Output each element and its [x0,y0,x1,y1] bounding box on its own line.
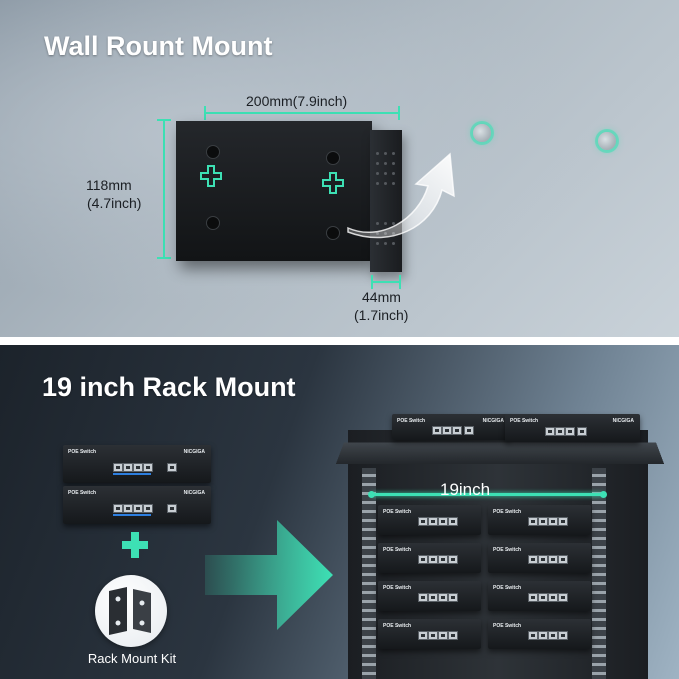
rack-switch: POE Switch [378,619,481,649]
keyhole-top-left [206,145,220,159]
device-label: POE Switch [510,418,538,424]
keyhole-bottom-right [326,226,340,240]
rack-rail-left [362,468,376,679]
rack-switch: POE Switch [488,619,591,649]
brand-label: NICGIGA [483,418,504,424]
wall-mount-title: Wall Rount Mount [44,31,272,62]
device-label: POE Switch [68,449,96,455]
height-dimension-tick-top [157,119,171,121]
rack-rail-right [592,468,606,679]
device-label: POE Switch [383,623,411,629]
depth-dimension-line [371,281,401,283]
keyhole-bottom-left [206,216,220,230]
rack-width-dot-right [600,491,607,498]
rack-switch: POE Switch [488,505,591,535]
depth-label-inch: (1.7inch) [354,307,408,324]
depth-label-mm: 44mm [362,289,401,306]
brand-label: NICGIGA [184,449,205,455]
rack-mount-kit-label: Rack Mount Kit [60,651,204,666]
curved-arrow-icon [340,150,470,250]
bracket-icon [95,575,167,647]
width-dimension-line [204,112,400,114]
height-label-inch: (4.7inch) [87,195,141,212]
device-label: POE Switch [383,509,411,515]
rack-switch: POE Switch [378,505,481,535]
rack-switch: POE Switch [378,543,481,573]
rack-mount-kit-image [95,575,167,647]
height-label-mm: 118mm [86,177,132,194]
rack-cabinet-top [336,443,664,464]
device-label: POE Switch [397,418,425,424]
depth-dimension-tick-right [399,275,401,289]
device-label: POE Switch [493,509,521,515]
poe-switch-device: POE Switch NICGIGA [63,486,211,524]
width-label: 200mm(7.9inch) [246,93,347,110]
device-label: POE Switch [383,547,411,553]
device-label: POE Switch [493,547,521,553]
rack-switch: POE Switch [488,581,591,611]
plus-icon [120,530,150,560]
height-dimension-line [163,119,165,259]
poe-switch-device: POE Switch NICGIGA [63,445,211,483]
width-dimension-tick-right [398,106,400,120]
right-arrow-icon [205,515,335,635]
brand-label: NICGIGA [613,418,634,424]
rack-mount-title: 19 inch Rack Mount [42,372,296,403]
wall-screw-right [598,132,616,150]
mount-cross-icon [200,165,222,187]
height-dimension-tick-bottom [157,257,171,259]
device-label: POE Switch [68,490,96,496]
depth-dimension-tick-left [371,275,373,289]
device-label: POE Switch [493,585,521,591]
poe-switch-device: POE Switch NICGIGA [392,414,510,440]
rack-switch: POE Switch [488,543,591,573]
rack-switch: POE Switch [378,581,481,611]
rack-width-dot-left [368,491,375,498]
rack-width-label: 19inch [440,480,490,500]
wall-mount-panel: Wall Rount Mount 200mm(7.9inch) 118mm (4… [0,0,679,337]
keyhole-top-right [326,151,340,165]
device-label: POE Switch [493,623,521,629]
width-dimension-tick-left [204,106,206,120]
device-label: POE Switch [383,585,411,591]
poe-switch-device: POE Switch NICGIGA [505,414,640,442]
brand-label: NICGIGA [184,490,205,496]
wall-screw-left [473,124,491,142]
